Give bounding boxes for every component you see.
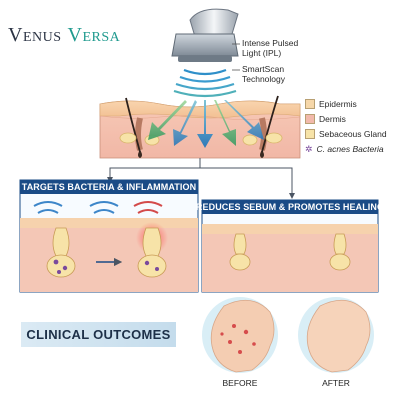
brand-part-1: Venus bbox=[8, 24, 62, 46]
smartscan-callout: SmartScan Technology bbox=[242, 64, 285, 84]
panel-title-left: TARGETS BACTERIA & INFLAMMATION bbox=[20, 180, 198, 194]
clinical-outcomes-title: CLINICAL OUTCOMES bbox=[21, 322, 176, 347]
legend-item-sebaceous: Sebaceous Gland bbox=[305, 126, 387, 141]
face-before bbox=[202, 297, 278, 373]
ipl-callout: Intense Pulsed Light (IPL) bbox=[242, 38, 298, 58]
dermis-swatch bbox=[305, 113, 315, 124]
ipl-callout-line-1: Intense Pulsed bbox=[242, 38, 299, 48]
legend-item-dermis: Dermis bbox=[305, 111, 387, 126]
light-waves bbox=[173, 68, 237, 98]
before-caption: BEFORE bbox=[222, 378, 258, 388]
legend-label: Sebaceous Gland bbox=[319, 128, 387, 139]
legend-item-bacteria: ✲ C. acnes Bacteria bbox=[305, 141, 387, 156]
bacteria-icon: ✲ bbox=[305, 143, 313, 154]
ipl-handpiece bbox=[171, 8, 239, 62]
panel-title-right: REDUCES SEBUM & PROMOTES HEALING bbox=[195, 200, 385, 214]
smartscan-callout-line-1: SmartScan bbox=[242, 64, 285, 74]
legend-item-epidermis: Epidermis bbox=[305, 96, 387, 111]
sebaceous-swatch bbox=[305, 128, 315, 139]
right-panel-illustration bbox=[202, 224, 378, 292]
light-arrows bbox=[148, 100, 264, 148]
legend-label: Dermis bbox=[319, 113, 346, 124]
left-panel-illustration bbox=[20, 201, 198, 292]
legend-label: C. acnes Bacteria bbox=[316, 143, 384, 154]
face-after bbox=[298, 297, 374, 373]
after-caption: AFTER bbox=[322, 378, 350, 388]
ipl-callout-line-2: Light (IPL) bbox=[242, 48, 282, 58]
legend: Epidermis Dermis Sebaceous Gland ✲ C. ac… bbox=[305, 96, 387, 156]
smartscan-callout-line-2: Technology bbox=[242, 74, 286, 84]
epidermis-swatch bbox=[305, 98, 315, 109]
brand-part-2: Versa bbox=[67, 24, 121, 46]
legend-label: Epidermis bbox=[319, 98, 357, 109]
skin-cross-section bbox=[99, 95, 301, 159]
